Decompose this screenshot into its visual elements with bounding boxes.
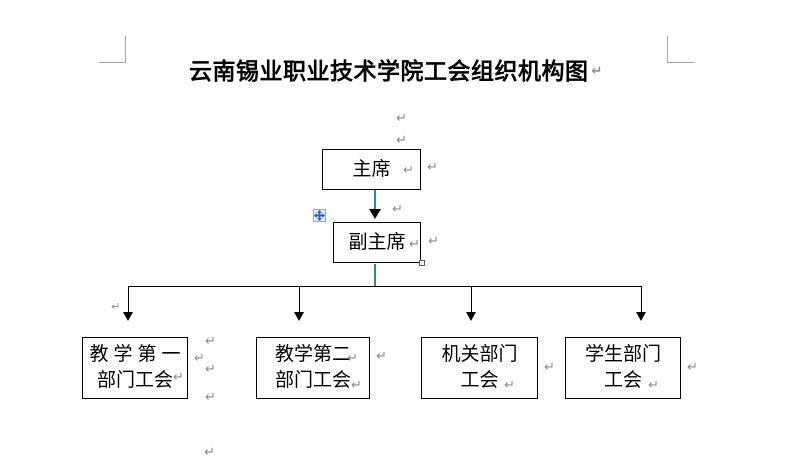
pilcrow-mark: ↵: [591, 64, 603, 79]
pilcrow-mark: ↵: [428, 234, 439, 249]
org-node-admin-dept[interactable]: 机关部门 工会: [421, 337, 538, 399]
connector-vice-to-bus[interactable]: [374, 264, 376, 286]
connector-bus-to-dept4-arrowhead: [636, 312, 646, 321]
org-node-teaching-dept-1-line1: 教学第一: [89, 343, 186, 366]
connector-bus-to-dept2[interactable]: [299, 286, 300, 314]
org-node-teaching-dept-1-line2: 部门工会: [96, 369, 173, 391]
pilcrow-mark: ↵: [205, 390, 216, 405]
connector-bus-to-dept1-arrowhead: [123, 312, 133, 321]
org-node-admin-dept-line2: 工会: [460, 369, 499, 391]
page-title-text: 云南锡业职业技术学院工会组织机构图: [189, 58, 589, 85]
org-node-teaching-dept-1[interactable]: 教学第一 部门工会: [82, 337, 188, 399]
connector-bus-to-dept2-arrowhead: [294, 312, 304, 321]
org-node-admin-dept-line1: 机关部门: [441, 343, 518, 366]
page-title: 云南锡业职业技术学院工会组织机构图↵: [0, 52, 792, 86]
pilcrow-mark: ↵: [204, 445, 215, 460]
pilcrow-mark: ↵: [544, 360, 555, 375]
pilcrow-mark: ↵: [396, 111, 407, 126]
resize-handle[interactable]: [419, 260, 425, 266]
org-node-chair-label: 主席: [352, 157, 391, 180]
connector-chair-to-vice-arrowhead: [369, 209, 381, 219]
connector-bus-to-dept1[interactable]: [128, 286, 129, 314]
org-node-chair[interactable]: 主席: [322, 149, 421, 190]
pilcrow-mark: ↵: [111, 300, 121, 313]
org-node-student-dept-line1: 学生部门: [584, 343, 661, 366]
org-node-teaching-dept-2-line1: 教学第二: [274, 343, 351, 366]
org-node-vice-chair[interactable]: 副主席: [333, 222, 421, 263]
connector-horizontal-bus[interactable]: [128, 286, 641, 287]
connector-chair-to-vice[interactable]: [374, 190, 376, 212]
pilcrow-mark: ↵: [396, 133, 407, 148]
connector-bus-to-dept3-arrowhead: [466, 312, 476, 321]
org-node-student-dept[interactable]: 学生部门 工会: [565, 337, 681, 399]
org-node-vice-chair-label: 副主席: [348, 230, 406, 253]
pilcrow-mark: ↵: [687, 360, 698, 375]
connector-bus-to-dept4[interactable]: [641, 286, 642, 314]
pilcrow-mark: ↵: [205, 362, 216, 377]
connector-bus-to-dept3[interactable]: [471, 286, 472, 314]
pilcrow-mark: ↵: [376, 349, 387, 364]
org-node-teaching-dept-2-line2: 部门工会: [274, 369, 351, 391]
pilcrow-mark: ↵: [194, 351, 205, 366]
org-node-teaching-dept-2[interactable]: 教学第二 部门工会: [256, 337, 370, 399]
org-node-student-dept-line2: 工会: [603, 369, 642, 391]
move-handle-icon[interactable]: [313, 209, 326, 222]
pilcrow-mark: ↵: [392, 202, 403, 217]
pilcrow-mark: ↵: [427, 160, 438, 175]
pilcrow-mark: ↵: [205, 334, 216, 349]
